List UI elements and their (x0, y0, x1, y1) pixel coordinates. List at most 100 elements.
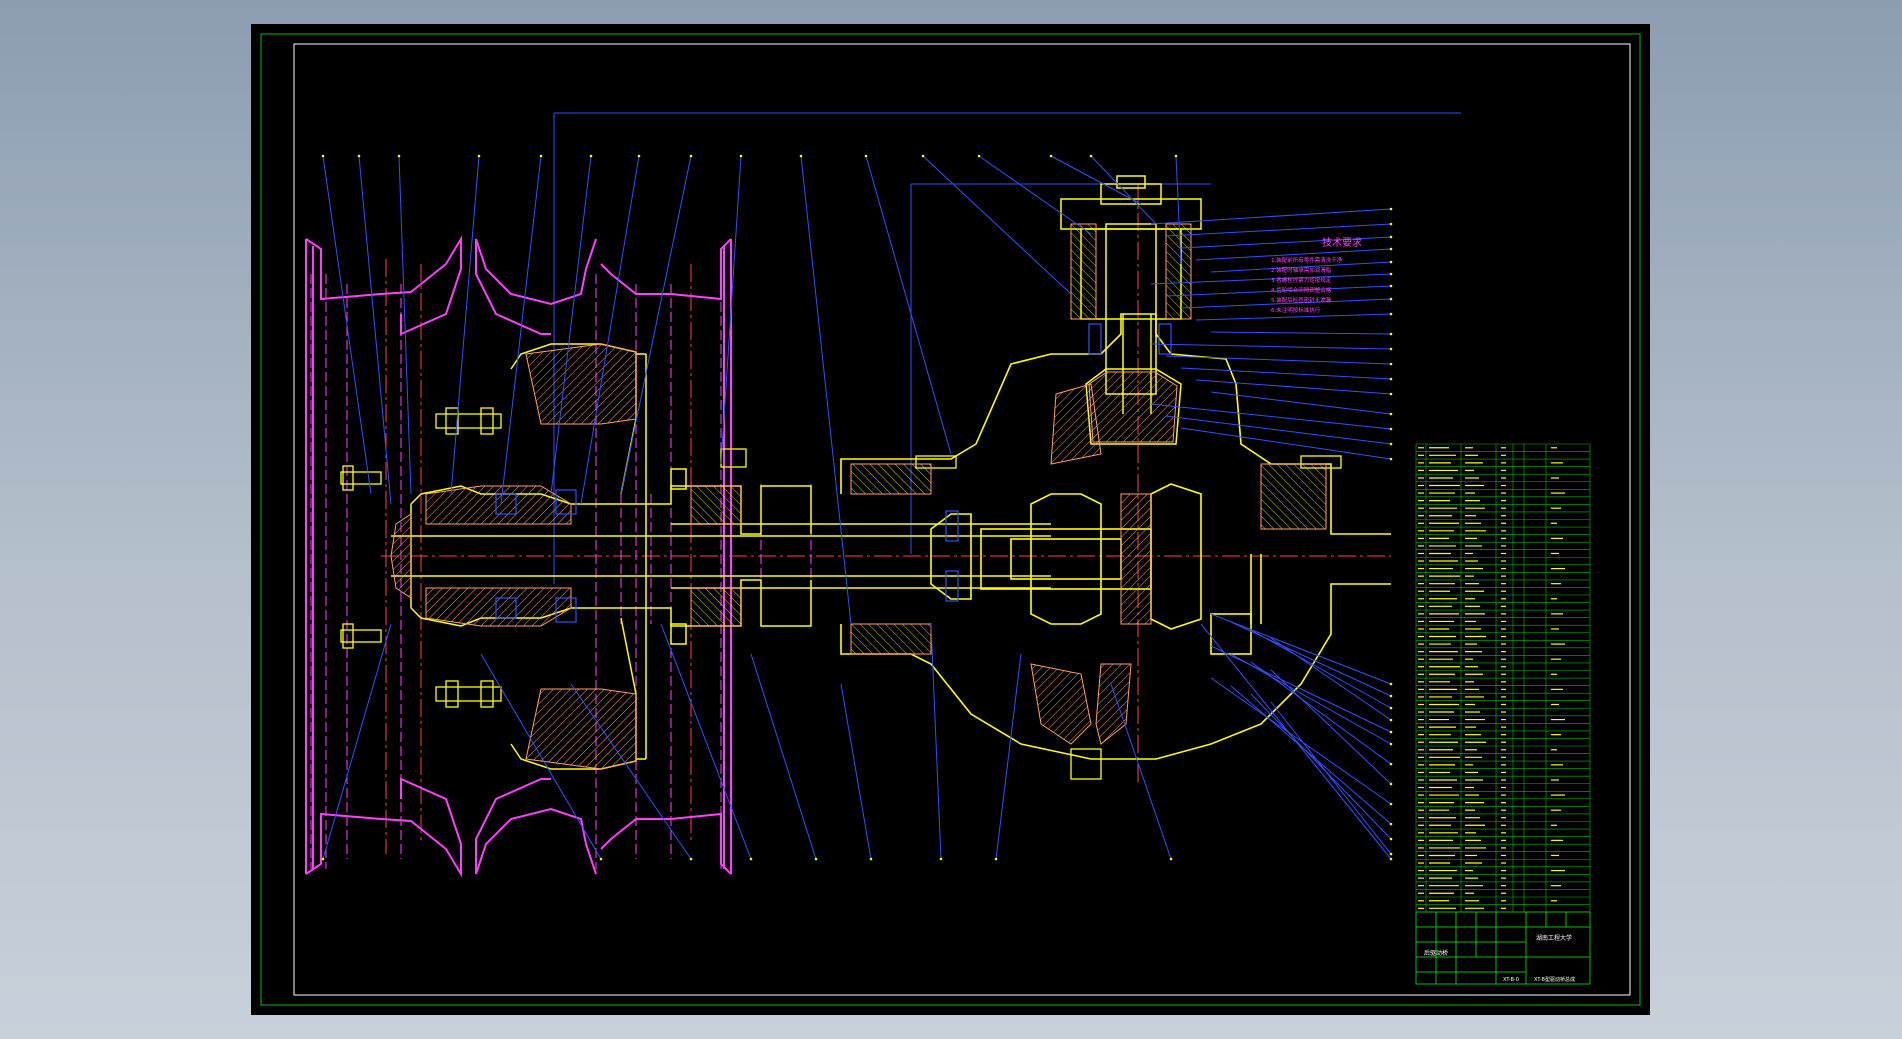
balloon-mark (1389, 802, 1393, 806)
balloon-mark (321, 154, 325, 158)
balloon-mark (1389, 706, 1393, 710)
balloon-mark (869, 857, 873, 861)
parts-list-table (1415, 443, 1591, 913)
leader-line (1195, 379, 1392, 395)
balloon-mark (1389, 782, 1393, 786)
pinion-gear-hatch (850, 223, 1327, 745)
leader-line (1180, 298, 1392, 309)
school-name: 湖南工程大学 (1536, 934, 1572, 942)
leader-line (1270, 637, 1392, 721)
leader-line (620, 155, 692, 495)
balloon-mark (1389, 377, 1393, 381)
balloon-mark (1389, 272, 1393, 276)
tech-req-line: 1.装配前所有零件需清洗干净 (1271, 256, 1343, 264)
balloon-mark (1389, 730, 1393, 734)
balloon-mark (599, 857, 603, 861)
leader-line (1165, 355, 1392, 365)
leader-line (1110, 683, 1172, 860)
leader-line (930, 623, 942, 860)
balloon-mark (1389, 332, 1393, 336)
leader-line (1210, 391, 1392, 415)
balloon-mark (689, 857, 693, 861)
balloon-mark (1389, 412, 1393, 416)
title-block (1415, 911, 1591, 985)
balloon-mark (589, 154, 593, 158)
tech-req-line: 2.装配时轴承需加润滑脂 (1271, 266, 1332, 274)
balloon-mark (1389, 857, 1393, 861)
tech-req-line: 3.各螺栓拧紧力矩按规定 (1271, 276, 1332, 284)
balloon-mark (357, 154, 361, 158)
leader-line (322, 623, 392, 860)
leader-line (1210, 331, 1392, 335)
leader-line (1150, 273, 1392, 285)
leader-line (1270, 669, 1392, 785)
balloon-mark (1389, 837, 1393, 841)
balloon-mark (1389, 392, 1393, 396)
balloon-mark (1389, 442, 1393, 446)
bearing-marks (495, 323, 1172, 623)
balloon-mark (1389, 297, 1393, 301)
tech-req-line: 6.未注明按标准执行 (1271, 306, 1321, 314)
leader-line (1230, 621, 1392, 697)
leader-line (398, 155, 412, 495)
leader-line (720, 155, 742, 465)
drawing-number: XT-B-0 (1503, 977, 1519, 983)
leader-line (1165, 415, 1392, 445)
leader-line (1210, 677, 1392, 805)
leader-line (500, 155, 542, 505)
leader-line (1175, 155, 1182, 265)
balloon-mark (1174, 154, 1178, 158)
leader-line (1210, 261, 1392, 273)
balloon-mark (1089, 154, 1093, 158)
balloon-mark (1049, 154, 1053, 158)
balloon-mark (1389, 852, 1393, 856)
leader-line (580, 155, 640, 505)
balloon-marks (321, 154, 1393, 861)
drawing-title: 后驱动桥 (1424, 949, 1448, 957)
outer-frame (260, 33, 1641, 1006)
balloon-mark (1389, 362, 1393, 366)
leader-line (1210, 645, 1392, 733)
balloon-mark (799, 154, 803, 158)
leader-line (480, 653, 602, 860)
balloon-mark (939, 857, 943, 861)
leader-line (1195, 313, 1392, 321)
leader-line (1210, 613, 1392, 685)
leader-line (1195, 248, 1392, 261)
leader-line (358, 155, 392, 505)
centerlines (381, 184, 1391, 854)
balloon-mark (397, 154, 401, 158)
leader-line (570, 683, 692, 860)
leader-line (978, 155, 1092, 235)
balloon-mark (994, 857, 998, 861)
leader-line (1230, 685, 1392, 825)
balloon-mark (1389, 312, 1393, 316)
leader-line (450, 155, 480, 495)
balloon-mark (1389, 347, 1393, 351)
balloon-mark (1389, 207, 1393, 211)
leader-line (1180, 367, 1392, 380)
leader-line (800, 155, 852, 625)
balloon-mark (1389, 427, 1393, 431)
leader-line (1250, 629, 1392, 709)
balloon-mark (321, 857, 325, 861)
leader-lines (322, 155, 1392, 860)
drawing-subtitle: XT-B型驱动桥总成 (1534, 976, 1575, 983)
balloon-mark (1169, 857, 1173, 861)
leader-line (840, 683, 872, 860)
balloon-mark (1389, 762, 1393, 766)
balloon-mark (977, 154, 981, 158)
drawing-sheet[interactable]: 技术要求 1.装配前所有零件需清洗干净 2.装配时轴承需加润滑脂 3.各螺栓拧紧… (251, 24, 1650, 1015)
balloon-mark (1389, 718, 1393, 722)
hatched-sections (390, 343, 742, 770)
leader-line (1180, 427, 1392, 460)
leader-line (660, 623, 752, 860)
leader-line (1250, 661, 1392, 765)
technical-requirements: 技术要求 1.装配前所有零件需清洗干净 2.装配时轴承需加润滑脂 3.各螺栓拧紧… (1271, 236, 1362, 314)
leader-line (865, 155, 952, 455)
leader-line (922, 155, 1072, 295)
wheel-rim-left (305, 235, 462, 878)
leader-line (1270, 701, 1392, 855)
balloon-mark (1389, 222, 1393, 226)
